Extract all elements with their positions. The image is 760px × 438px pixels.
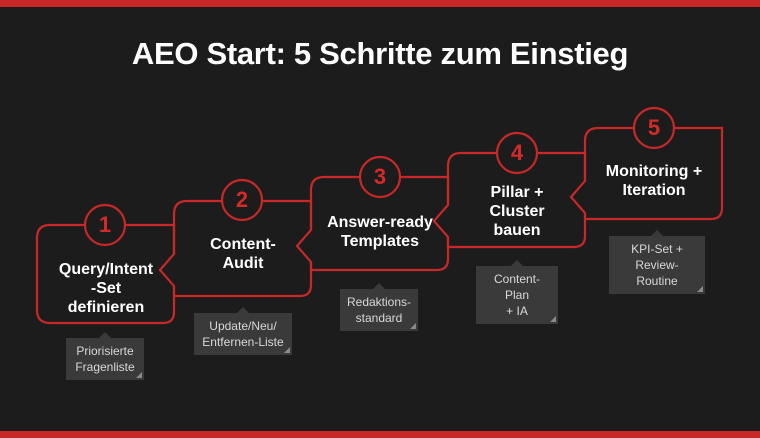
- step-4-number: 4: [510, 140, 524, 165]
- step-2-box: [172, 199, 313, 298]
- step-3-circle: [358, 155, 402, 199]
- step-2-note-line: Entfernen-Liste: [202, 335, 284, 349]
- step-3-box: [309, 175, 450, 272]
- step-1-label-line: Query/Intent: [58, 261, 154, 278]
- step-5-label: Monitoring + Iteration: [588, 162, 720, 200]
- step-2-label-line: Content-: [210, 236, 276, 253]
- step-1-circle: [83, 203, 127, 247]
- step-5-number: 5: [647, 115, 661, 140]
- diagram-title: AEO Start: 5 Schritte zum Einstieg: [131, 36, 629, 71]
- step-1-box: [35, 223, 176, 325]
- step-4-label: Pillar + Cluster bauen: [451, 183, 583, 240]
- step-3-note: Redaktions- standard: [340, 283, 418, 331]
- step-4-box: [446, 151, 587, 249]
- step-2-note-line: Update/Neu/: [209, 319, 277, 333]
- step-5-label-line: Monitoring +: [605, 163, 703, 180]
- step-2-label: Content- Audit: [177, 235, 309, 273]
- step-4-label-line: Pillar +: [490, 184, 544, 201]
- step-5-note-line: Review-Routine: [635, 258, 679, 288]
- step-3-note-line: standard: [355, 311, 403, 325]
- step-2-note: Update/Neu/ Entfernen-Liste: [194, 307, 292, 355]
- step-5-box: [583, 126, 724, 221]
- step-3-note-line: Redaktions-: [346, 295, 412, 309]
- step-4-label-line: bauen: [493, 222, 541, 239]
- step-5-circle: [632, 106, 676, 150]
- step-4-label-line: Cluster: [489, 203, 545, 220]
- step-5-label-line: Iteration: [622, 182, 686, 199]
- step-1-note: Priorisierte Fragenliste: [66, 332, 144, 380]
- step-1-number: 1: [98, 212, 112, 237]
- step-3-number: 3: [373, 164, 387, 189]
- step-4-note-line: + IA: [506, 304, 528, 318]
- step-1-label-line: -Set: [90, 280, 122, 297]
- step-2-label-line: Audit: [222, 255, 264, 272]
- step-2-circle: [220, 178, 264, 222]
- step-2-number: 2: [235, 187, 249, 212]
- step-5-note-line: KPI-Set +: [631, 242, 683, 256]
- step-3-label-line: Templates: [341, 233, 419, 250]
- top-accent-bar: [0, 0, 760, 7]
- step-1-label-line: definieren: [67, 299, 145, 316]
- step-3-label-line: Answer-ready: [327, 214, 433, 231]
- step-4-note-line: Content-Plan: [493, 272, 541, 302]
- step-4-circle: [495, 131, 539, 175]
- step-4-note: Content-Plan + IA: [476, 260, 558, 324]
- step-5-note: KPI-Set + Review-Routine: [609, 230, 705, 294]
- bottom-accent-bar: [0, 431, 760, 438]
- step-1-note-line: Priorisierte: [76, 344, 134, 358]
- step-1-label: Query/Intent -Set definieren: [40, 260, 172, 317]
- step-1-note-line: Fragenliste: [75, 360, 135, 374]
- step-3-label: Answer-ready Templates: [314, 213, 446, 251]
